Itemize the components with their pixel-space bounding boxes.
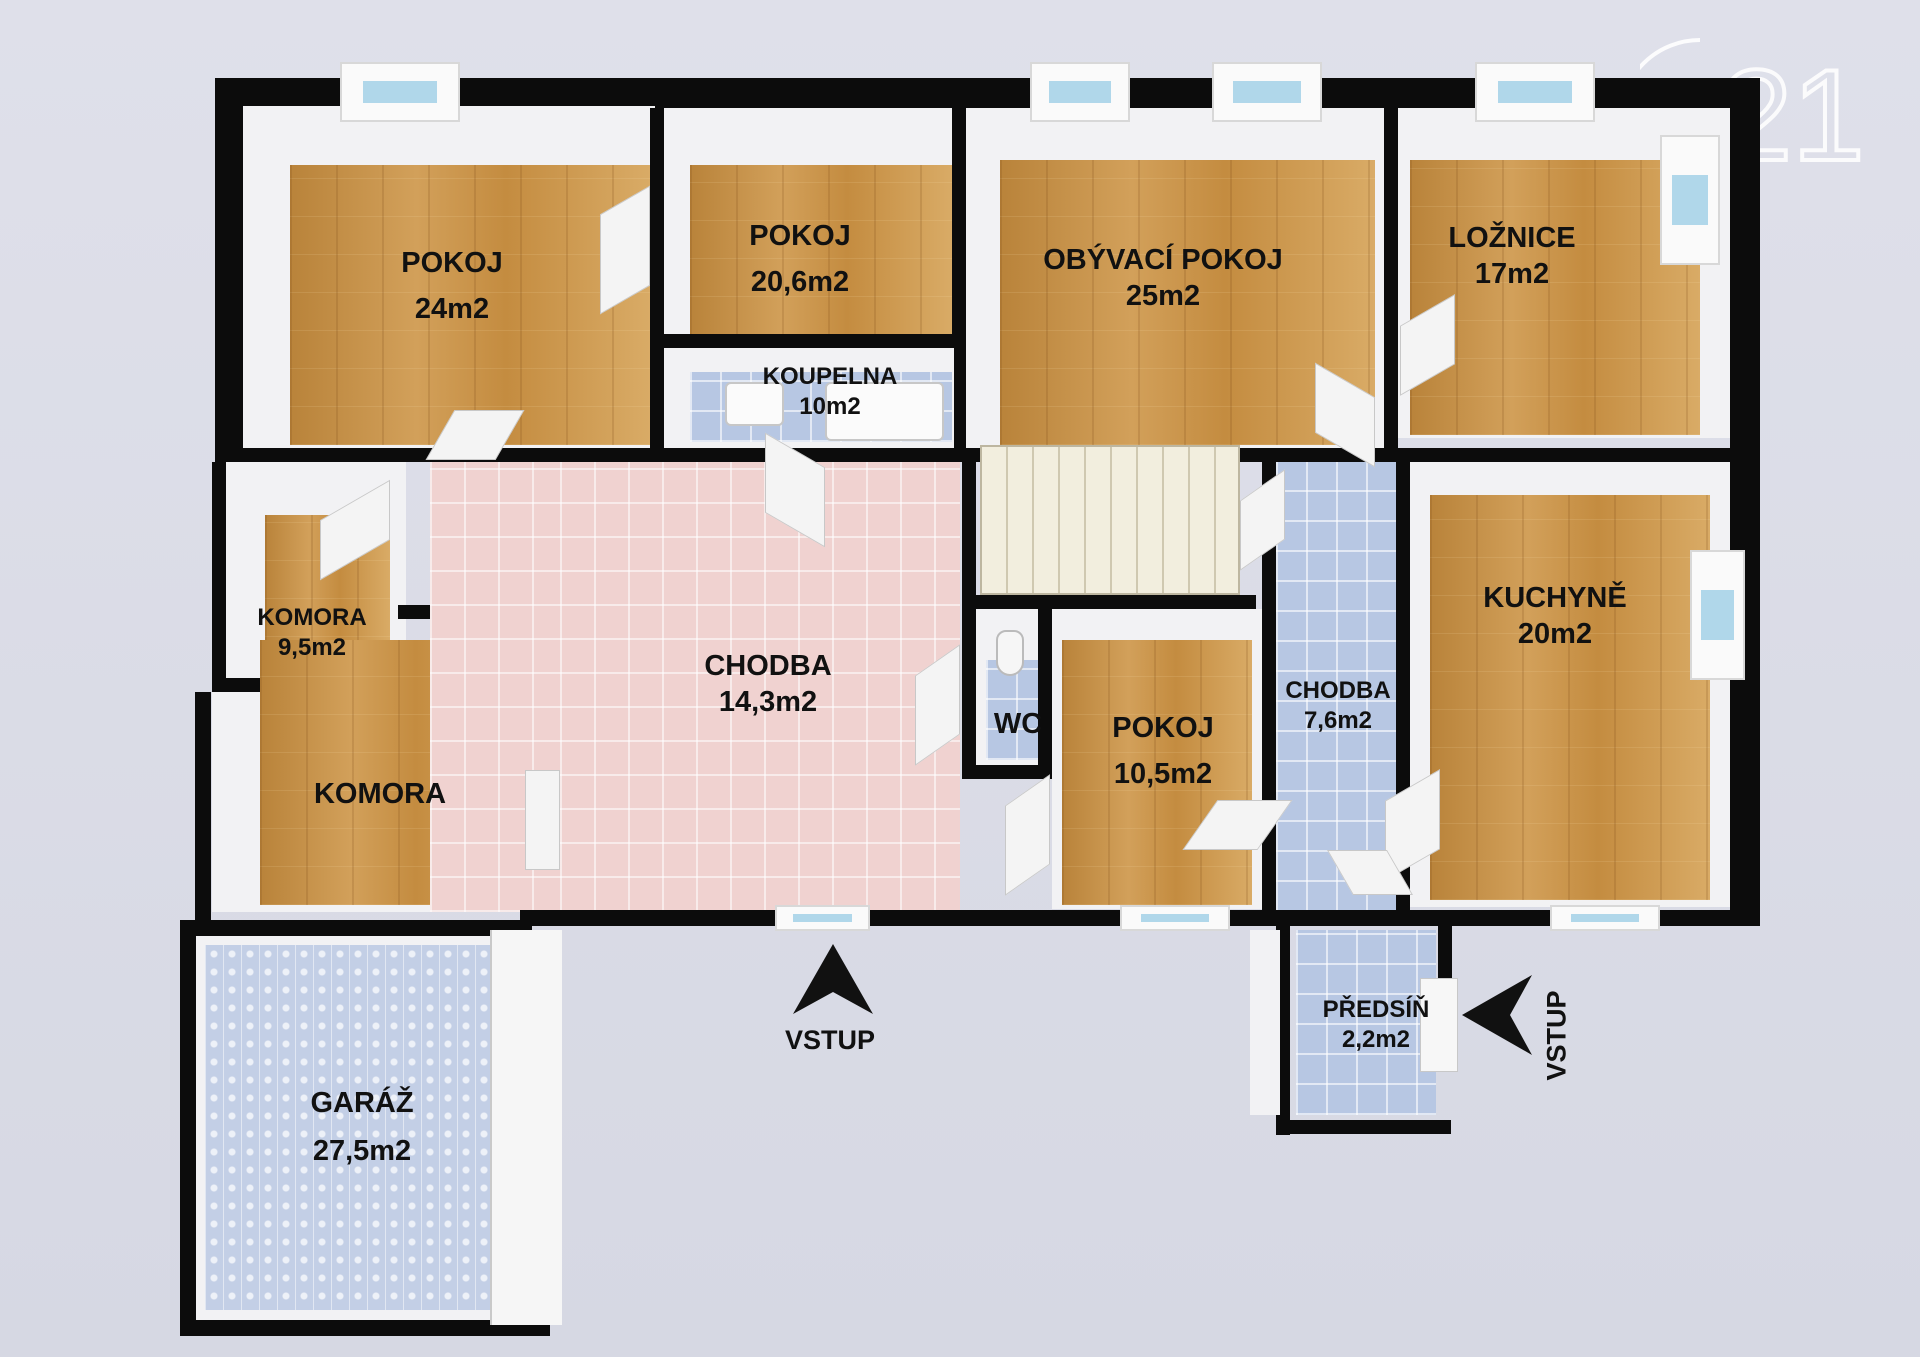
label-pokoj-24: POKOJ 24m2 xyxy=(401,245,503,328)
room-predsin xyxy=(1296,930,1436,1115)
window-obyvaci-1 xyxy=(1030,62,1130,122)
wall-obyvaci-right xyxy=(1384,108,1398,453)
room-name: POKOJ xyxy=(1112,712,1214,744)
room-area: 10m2 xyxy=(799,393,861,420)
wall-stairs-bottom xyxy=(966,595,1256,609)
sink xyxy=(725,382,784,426)
window-loznice-top xyxy=(1475,62,1595,122)
room-chodba-7-6 xyxy=(1276,462,1396,912)
room-pokoj-24 xyxy=(290,165,650,445)
label-entrance-side: VSTUP xyxy=(1541,990,1572,1081)
room-name: KOMORA xyxy=(257,604,367,631)
wall-wc-right xyxy=(1038,609,1052,779)
wall-stairs-left xyxy=(962,448,976,778)
room-name: PŘEDSÍŇ xyxy=(1322,996,1430,1023)
room-area: 9,5m2 xyxy=(277,634,347,661)
wall-garaz-bottom xyxy=(180,1320,550,1336)
label-koupelna: KOUPELNA 10m2 xyxy=(763,362,898,422)
room-name: KUCHYNĚ xyxy=(1483,582,1627,614)
room-obyvaci-pokoj xyxy=(1000,160,1375,445)
room-area: 20m2 xyxy=(1517,618,1593,651)
room-area: 10,5m2 xyxy=(1113,758,1213,791)
wall-komora-left xyxy=(195,692,211,922)
room-name: KOUPELNA xyxy=(762,363,898,390)
label-kuchyne: KUCHYNĚ 20m2 xyxy=(1483,580,1626,653)
label-wc: WC xyxy=(994,706,1042,742)
room-name: CHODBA xyxy=(1285,677,1391,704)
label-chodba-14-3: CHODBA 14,3m2 xyxy=(704,648,831,721)
wall-garaz-top xyxy=(182,920,532,936)
wall-garaz-left xyxy=(180,920,196,1335)
room-pokoj-10-5 xyxy=(1062,640,1252,905)
wall-pokoj-24-right xyxy=(650,108,664,453)
door-chodba-pokoj xyxy=(1005,774,1050,896)
window-entrance-main xyxy=(775,905,870,931)
room-name: OBÝVACÍ POKOJ xyxy=(1043,244,1283,276)
room-area: 27,5m2 xyxy=(312,1135,412,1168)
wall-wc-bottom xyxy=(962,765,1052,779)
outer-wall-right xyxy=(1730,78,1760,918)
room-name: CHODBA xyxy=(704,650,832,682)
wall-predsin-right xyxy=(1438,920,1452,980)
label-loznice: LOŽNICE 17m2 xyxy=(1448,220,1575,293)
staircase xyxy=(980,445,1240,595)
room-name: LOŽNICE xyxy=(1448,222,1576,254)
garage-door xyxy=(490,930,562,1325)
wall-pokoj-20-6-bottom xyxy=(664,334,964,348)
room-pokoj-20-6 xyxy=(690,165,952,335)
toilet-icon xyxy=(996,630,1024,676)
room-area: 2,2m2 xyxy=(1341,1026,1411,1053)
predsin-door xyxy=(1420,978,1458,1072)
room-name: WC xyxy=(993,708,1043,740)
room-area: 14,3m2 xyxy=(718,686,818,719)
label-komora-9-5: KOMORA 9,5m2 xyxy=(257,603,366,663)
room-name: POKOJ xyxy=(749,220,851,252)
window-kuchyne-right xyxy=(1690,550,1745,680)
arrow-up-icon xyxy=(793,944,873,1014)
label-entrance-main: VSTUP xyxy=(784,1025,876,1055)
room-name: POKOJ xyxy=(401,247,503,279)
bathtub xyxy=(825,382,944,441)
door-komora xyxy=(525,770,560,870)
label-pokoj-10-5: POKOJ 10,5m2 xyxy=(1112,710,1214,793)
window-loznice-right xyxy=(1660,135,1720,265)
wall-predsin-bottom xyxy=(1276,1120,1451,1134)
label-chodba-7-6: CHODBA 7,6m2 xyxy=(1285,676,1390,736)
wall-predsin xyxy=(1250,930,1280,1115)
label-garaz: GARÁŽ 27,5m2 xyxy=(310,1085,413,1170)
room-area: 25m2 xyxy=(1125,280,1201,313)
wall-pokoj-20-6-right xyxy=(952,108,966,453)
room-garaz xyxy=(205,945,505,1310)
room-name: KOMORA xyxy=(313,778,447,810)
arrow-left-icon xyxy=(1462,975,1532,1055)
wall-komora-9-5-left xyxy=(212,462,226,692)
label-predsin: PŘEDSÍŇ 2,2m2 xyxy=(1323,995,1430,1055)
window-kuchyne-bottom xyxy=(1550,905,1660,931)
label-komora: KOMORA xyxy=(314,776,446,812)
room-kuchyne xyxy=(1430,495,1710,900)
room-wc xyxy=(986,660,1038,760)
window-pokoj-10-5-bottom xyxy=(1120,905,1230,931)
room-name: GARÁŽ xyxy=(310,1087,414,1119)
label-pokoj-20-6: POKOJ 20,6m2 xyxy=(749,218,851,301)
room-area: 20,6m2 xyxy=(750,266,850,299)
outer-wall-left xyxy=(215,78,245,468)
label-obyvaci-pokoj: OBÝVACÍ POKOJ 25m2 xyxy=(1043,242,1283,315)
room-area: 7,6m2 xyxy=(1303,707,1373,734)
window-pokoj-24 xyxy=(340,62,460,122)
room-chodba-14-3-ext xyxy=(560,462,960,912)
room-area: 24m2 xyxy=(414,293,490,326)
room-area: 17m2 xyxy=(1474,258,1550,291)
window-obyvaci-2 xyxy=(1212,62,1322,122)
room-loznice xyxy=(1410,160,1700,435)
